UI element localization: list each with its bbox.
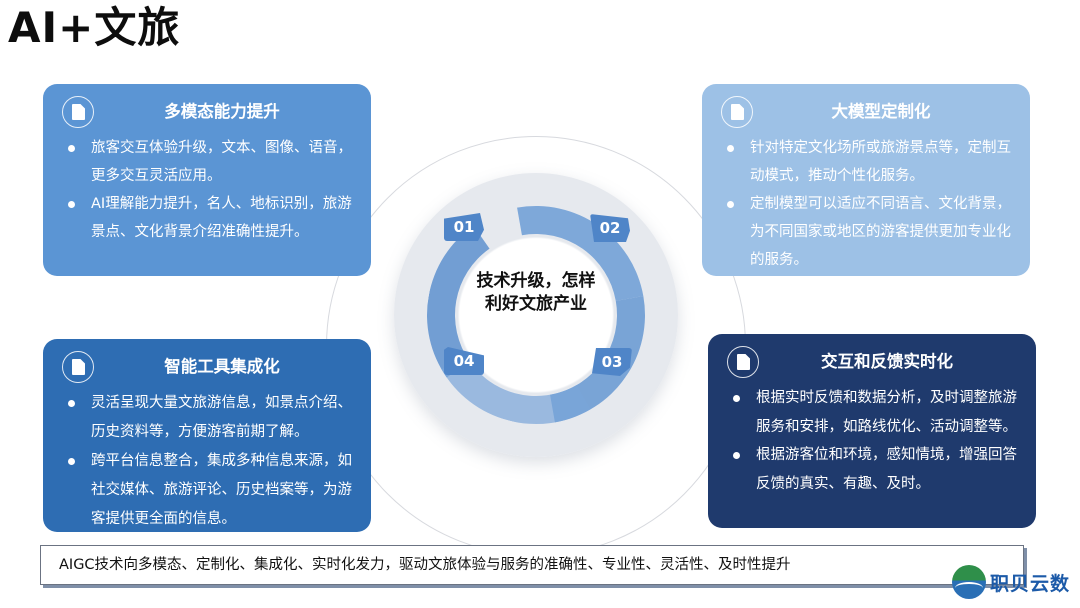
donut-center [466,245,606,385]
card-bullets: 旅客交互体验升级，文本、图像、语音，更多交互灵活应用。 AI理解能力提升，名人、… [59,134,355,246]
step-marker-02: 02 [590,214,630,242]
document-icon [62,96,94,128]
step-marker-01: 01 [444,213,484,241]
bullet-item: 根据游客位和环境，感知情境，增强回答反馈的真实、有趣、及时。 [724,441,1020,498]
bullet-item: 跨平台信息整合，集成多种信息来源，如社交媒体、旅游评论、历史档案等，为游客提供更… [59,447,355,534]
brand-name: 职贝云数 [990,572,1071,595]
bullet-item: 针对特定文化场所或旅游景点等，定制互动模式，推动个性化服务。 [718,134,1014,190]
card-bullets: 根据实时反馈和数据分析，及时调整旅游服务和安排，如路线优化、活动调整等。 根据游… [724,384,1020,498]
card-header: 大模型定制化 [718,84,1014,134]
center-caption-line2: 利好文旅产业 [485,294,587,314]
wave-globe-icon [952,565,986,599]
card-header: 交互和反馈实时化 [724,334,1020,384]
card-title: 交互和反馈实时化 [821,352,953,371]
document-icon [62,351,94,383]
bullet-item: 灵活呈现大量文旅游信息，如景点介绍、历史资料等，方便游客前期了解。 [59,389,355,447]
card-title: 智能工具集成化 [164,357,280,376]
card-tool-integration: 智能工具集成化 灵活呈现大量文旅游信息，如景点介绍、历史资料等，方便游客前期了解… [43,339,371,532]
bullet-item: 旅客交互体验升级，文本、图像、语音，更多交互灵活应用。 [59,134,355,190]
card-title: 多模态能力提升 [164,102,280,121]
document-icon [727,346,759,378]
center-caption: 技术升级，怎样 利好文旅产业 [466,270,606,316]
center-caption-line1: 技术升级，怎样 [476,271,596,291]
document-icon [721,96,753,128]
page-title: AI+文旅 [8,3,181,52]
card-title: 大模型定制化 [831,102,931,121]
bullet-item: 定制模型可以适应不同语言、文化背景，为不同国家或地区的游客提供更加专业化的服务。 [718,190,1014,274]
step-marker-03: 03 [592,348,632,376]
card-customization: 大模型定制化 针对特定文化场所或旅游景点等，定制互动模式，推动个性化服务。 定制… [702,84,1030,276]
card-header: 智能工具集成化 [59,339,355,389]
brand-logo: 职贝云数 [952,564,1070,600]
card-multimodal: 多模态能力提升 旅客交互体验升级，文本、图像、语音，更多交互灵活应用。 AI理解… [43,84,371,276]
bullet-item: 根据实时反馈和数据分析，及时调整旅游服务和安排，如路线优化、活动调整等。 [724,384,1020,441]
card-bullets: 针对特定文化场所或旅游景点等，定制互动模式，推动个性化服务。 定制模型可以适应不… [718,134,1014,274]
bullet-item: AI理解能力提升，名人、地标识别，旅游景点、文化背景介绍准确性提升。 [59,190,355,246]
card-header: 多模态能力提升 [59,84,355,134]
summary-banner: AIGC技术向多模态、定制化、集成化、实时化发力，驱动文旅体验与服务的准确性、专… [40,545,1024,585]
card-bullets: 灵活呈现大量文旅游信息，如景点介绍、历史资料等，方便游客前期了解。 跨平台信息整… [59,389,355,534]
card-realtime-feedback: 交互和反馈实时化 根据实时反馈和数据分析，及时调整旅游服务和安排，如路线优化、活… [708,334,1036,528]
